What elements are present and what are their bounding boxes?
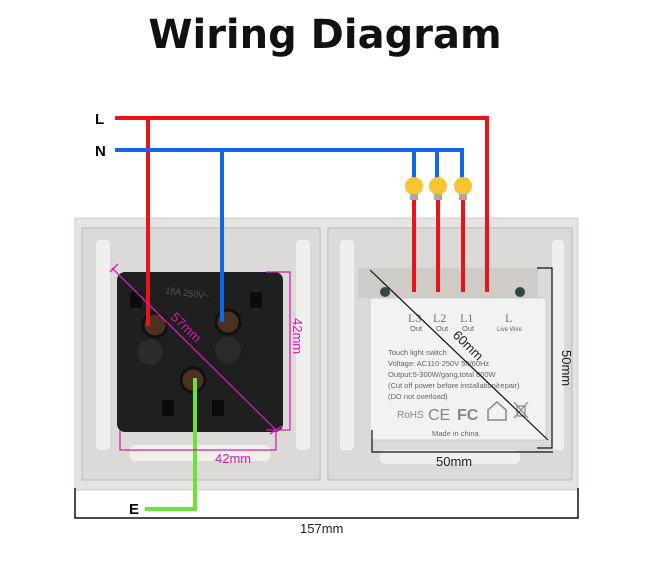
module-text: Touch light switch [388,348,447,357]
module-text: Voltage: AC110-250V 50/60Hz [388,359,489,368]
module-text: Output:5-300W/gang,total 800W [388,370,496,379]
house-icon [487,400,507,421]
switch-module: L3 L2 L1 L Out Out Out Live Wire Touch l… [358,268,547,441]
terminal-sub: Out [410,324,423,333]
lamps [405,177,472,200]
terminal-label: L [505,311,512,325]
terminal-label: L2 [433,311,446,325]
frame-cutouts [96,240,564,464]
weee-bin-icon [513,401,529,419]
bulb-icon [454,177,472,200]
module-dimensions [369,267,553,453]
terminal-sub: Out [462,324,475,333]
module-text: (Cut off power before installation/repai… [388,381,520,390]
earth-wire [145,378,197,511]
live-label: L [95,111,104,128]
ce-mark: CE [428,407,450,424]
fc-mark: FC [457,407,479,424]
module-height-label: 50mm [559,350,574,386]
terminal-label: L3 [408,311,421,325]
terminal-label: L1 [460,311,473,325]
terminal-sub: Live Wire [497,327,523,333]
terminal-sub: Out [436,324,449,333]
page-title: Wiring Diagram [148,12,502,58]
socket-height-label: 42mm [290,318,305,354]
earth-label: E [129,501,139,518]
lamp-live-wires [412,195,465,292]
bulb-icon [429,177,447,200]
made-in-label: Made in china [432,429,480,438]
rohs-mark: RoHS [397,410,424,421]
socket-dimensions [109,263,291,451]
live-wire [115,116,489,326]
neutral-wire [115,148,464,322]
socket: 16A 250V~ [117,272,283,432]
overall-width-label: 157mm [300,521,343,536]
socket-width-label: 42mm [215,451,251,466]
module-text: (DO not overload) [388,392,448,401]
bulb-icon [405,177,423,200]
neutral-label: N [95,143,106,160]
module-width-label: 50mm [436,454,472,469]
overall-dimension-line [74,488,579,519]
